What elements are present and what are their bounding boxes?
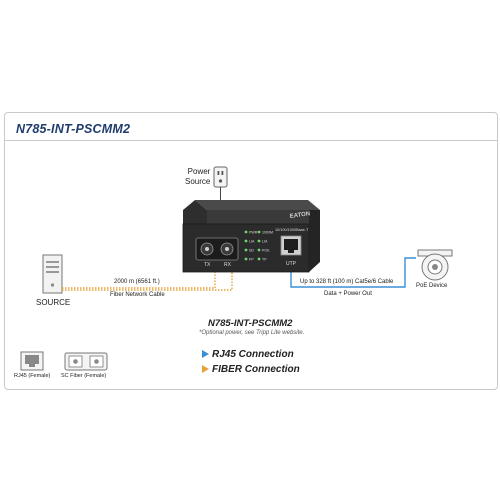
source-label: SOURCE xyxy=(36,298,71,307)
optional-power-note: *Optional power, see Tripp Lite website. xyxy=(199,330,305,336)
fiber-cable-line-2 xyxy=(62,265,233,291)
led-label: 1000M xyxy=(262,231,273,235)
led-label: LIA xyxy=(262,240,268,244)
poe-camera-icon xyxy=(417,249,453,281)
poe-device-label: PoE Device xyxy=(416,283,448,289)
source-device-icon xyxy=(42,254,63,294)
legend-fiber-label: FIBER Connection xyxy=(212,364,300,375)
legend-fiber: FIBER Connection xyxy=(202,364,300,375)
fiber-distance-label: 2000 m (6561 ft.) xyxy=(114,279,160,285)
power-label-line-2: Source xyxy=(185,177,211,186)
port-utp-label: UTP xyxy=(286,261,297,267)
led-label: PWR xyxy=(249,231,258,235)
fiber-cable-label: Fiber Network Cable xyxy=(110,292,165,298)
fiber-cable-line xyxy=(62,265,216,289)
play-arrow-icon xyxy=(202,365,209,373)
power-source-label: Power Source xyxy=(185,167,210,187)
rj45-female-label: RJ45 (Female) xyxy=(14,373,51,379)
play-arrow-icon xyxy=(202,350,209,358)
port-tx-label: TX xyxy=(204,262,211,268)
brand-label: EATON xyxy=(289,211,310,220)
led-label: LIA xyxy=(249,240,255,244)
legend-rj45: RJ45 Connection xyxy=(202,349,294,360)
led-label: TP xyxy=(262,258,267,262)
utp-distance-label: Up to 328 ft (100 m) Cat5e/6 Cable xyxy=(300,279,394,285)
led-label: FP xyxy=(249,258,254,262)
power-label-line-1: Power xyxy=(187,167,211,176)
led-label: POE xyxy=(262,249,270,253)
utp-cable-line xyxy=(290,257,416,288)
diagram-title: N785-INT-PSCMM2 xyxy=(16,122,131,136)
led-label: SD xyxy=(249,249,254,253)
power-outlet-icon xyxy=(213,166,228,188)
port-speed-label: 10/100/1000Base-T xyxy=(275,228,309,232)
model-caption: N785-INT-PSCMM2 xyxy=(208,318,293,329)
led-indicators: PWR 1000M LIA LIA SD POE FP TP xyxy=(244,231,273,262)
rj45-female-icon xyxy=(20,351,44,371)
port-rx-label: RX xyxy=(224,262,232,268)
media-converter-device: EATON TX RX PWR 1000M LIA LIA SD POE FP … xyxy=(182,200,320,273)
sc-fiber-female-icon xyxy=(64,352,108,371)
sc-fiber-female-label: SC Fiber (Female) xyxy=(61,373,107,379)
utp-data-label: Data + Power Out xyxy=(324,291,372,297)
title-divider xyxy=(4,140,498,141)
legend-rj45-label: RJ45 Connection xyxy=(212,349,294,360)
